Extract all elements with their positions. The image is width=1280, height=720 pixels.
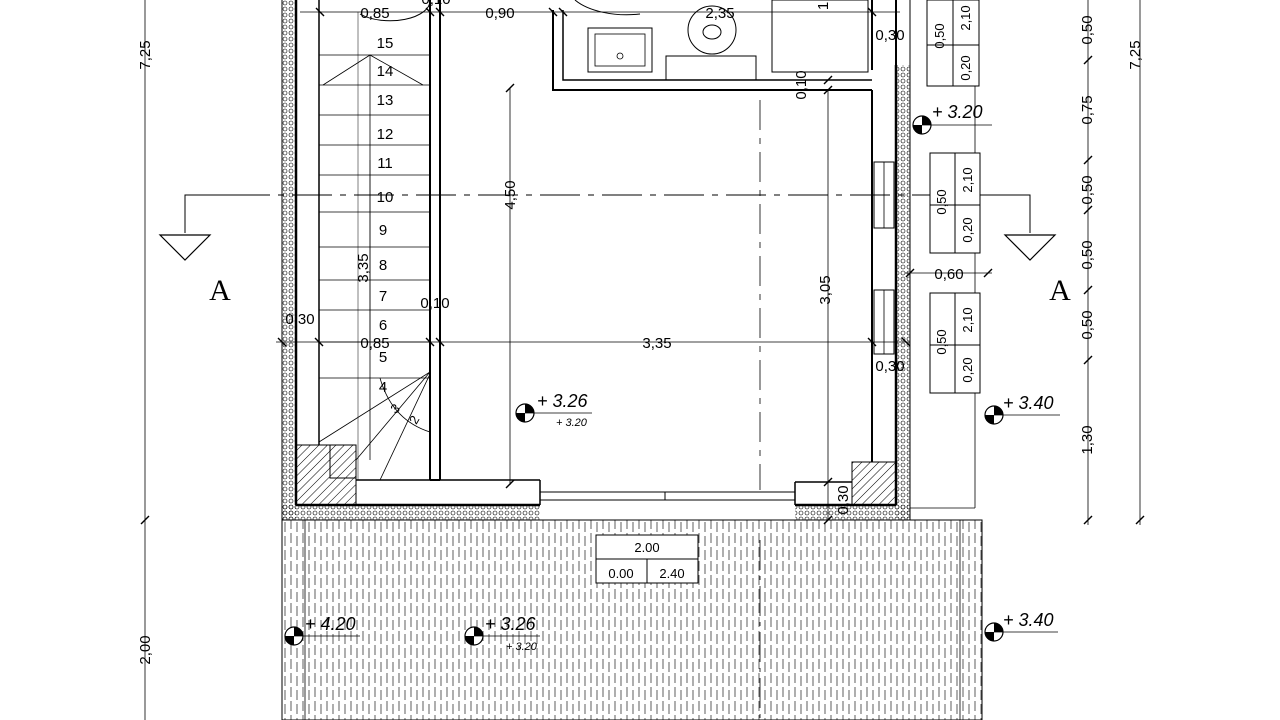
- dim-085-top: 0,85: [360, 5, 389, 22]
- window-tags: [926, 0, 981, 394]
- dim-450: 4,50: [502, 180, 519, 209]
- dim-085-lower: 0,85: [360, 335, 389, 352]
- terrace: [281, 519, 983, 720]
- stair-step: 12: [377, 126, 394, 143]
- stair-step: 7: [379, 288, 387, 305]
- window-sill-1: 0,50: [932, 23, 947, 48]
- outer-walls: [281, 0, 911, 521]
- dim-335-width: 3,35: [642, 335, 671, 352]
- window-sill-2: 0,50: [934, 189, 949, 214]
- dim-chain-050d: 0,50: [1079, 310, 1096, 339]
- stair-step: 10: [377, 189, 394, 206]
- dim-305: 3,05: [817, 275, 834, 304]
- window-sill-bot-1: 0,20: [958, 55, 973, 80]
- dim-chain-050c: 0,50: [1079, 240, 1096, 269]
- window-height-2: 2,10: [960, 167, 975, 192]
- door-tag-top: 2.00: [634, 540, 659, 555]
- dim-235-top: 2,35: [705, 5, 734, 22]
- stair-step: 4: [379, 379, 387, 396]
- stair-step: 5: [379, 349, 387, 366]
- dim-chain-050b: 0,50: [1079, 175, 1096, 204]
- level-room-main: + 3.26: [537, 391, 589, 411]
- stair-step: 11: [377, 155, 393, 172]
- dim-010-mid: 0,10: [793, 70, 810, 99]
- dim-010-stair: 0,10: [420, 295, 449, 312]
- level-leader-lines: [294, 124, 1060, 637]
- section-label-right: A: [1049, 274, 1071, 307]
- dim-030-bottom: 0,30: [835, 485, 852, 514]
- window-sill-bot-3: 0,20: [960, 357, 975, 382]
- dim-725-right: 7,25: [1127, 40, 1144, 69]
- level-terrace-right: + 3.40: [1003, 610, 1054, 630]
- dim-030-top-right: 0,30: [875, 27, 904, 44]
- stair-step: 6: [379, 317, 387, 334]
- stair-step: 13: [377, 92, 394, 109]
- dim-chain-050a: 0,50: [1079, 15, 1096, 44]
- stair-step: 2: [406, 413, 423, 427]
- stair-step: 14: [377, 63, 394, 80]
- dim-chain-075: 0,75: [1079, 95, 1096, 124]
- level-room-sub: + 3.20: [556, 417, 588, 429]
- level-right-upper: + 3.20: [932, 102, 983, 122]
- axis-lines: [230, 100, 1010, 490]
- dim-030-left: 0,30: [285, 311, 314, 328]
- dim-060: 0,60: [934, 266, 963, 283]
- level-terrace-mid: + 3.26: [485, 614, 537, 634]
- section-marker-left: [158, 194, 255, 261]
- section-label-left: A: [209, 274, 231, 307]
- stair-step: 8: [379, 257, 387, 274]
- dim-200-left: 2,00: [137, 635, 154, 664]
- level-terrace-mid-sub: + 3.20: [506, 641, 538, 653]
- dim-090-top: 0,90: [485, 5, 514, 22]
- dim-chain-130: 1,30: [1079, 425, 1096, 454]
- level-right-mid: + 3.40: [1003, 393, 1054, 413]
- dim-1-top: 1: [815, 2, 832, 10]
- door-tag-left: 0.00: [608, 566, 633, 581]
- dim-335-stair: 3,35: [355, 253, 372, 282]
- staircase: [318, 12, 431, 505]
- dim-030-right: 0,30: [875, 358, 904, 375]
- window-height-1: 2,10: [958, 5, 973, 30]
- dim-010-top: 0,10: [421, 0, 450, 8]
- door-tag-right: 2.40: [659, 566, 684, 581]
- window-sill-bot-2: 0,20: [960, 217, 975, 242]
- section-marker-right: [975, 194, 1057, 261]
- dim-725-left: 7,25: [137, 40, 154, 69]
- bathroom-fixtures: [359, 0, 869, 81]
- level-terrace-left: + 4.20: [305, 614, 356, 634]
- window-sill-3: 0,50: [934, 329, 949, 354]
- stair-step: 9: [379, 222, 387, 239]
- interior-walls: [318, 0, 872, 505]
- window-height-3: 2,10: [960, 307, 975, 332]
- stair-step: 15: [377, 35, 394, 52]
